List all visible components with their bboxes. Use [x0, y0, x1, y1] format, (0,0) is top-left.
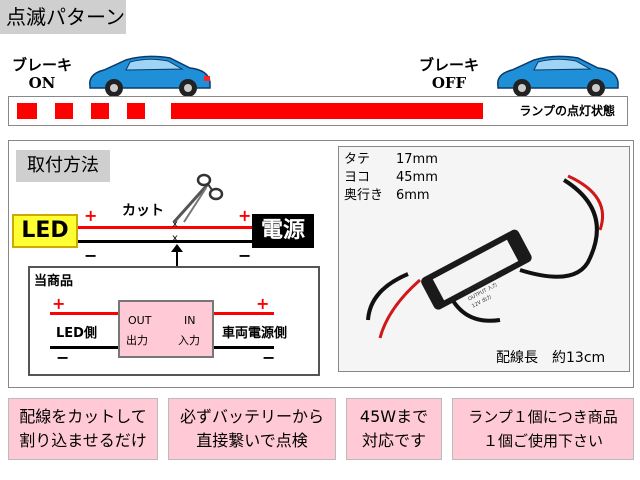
wire-length: 配線長 約13cm: [496, 350, 606, 366]
spec-depth: 奥行き 6mm: [344, 188, 430, 203]
power-label: 電源: [252, 214, 314, 248]
led-negative-wire: [50, 346, 118, 349]
car-off-icon: [497, 55, 619, 97]
lamp-pattern-bar: ランプの点灯状態: [8, 96, 628, 126]
flash-segment: [127, 103, 145, 119]
note-line: ランプ１個につき商品: [468, 408, 618, 426]
note-box: ランプ１個につき商品 １個ご使用下さい: [452, 398, 634, 460]
led-positive-wire: [50, 312, 118, 315]
note-box: 必ずバッテリーから 直接繋いで点検: [168, 398, 336, 460]
note-line: 必ずバッテリーから: [179, 407, 324, 426]
in-label: IN: [184, 314, 196, 327]
note-line: 割り込ませるだけ: [19, 431, 147, 450]
note-line: 直接繋いで点検: [196, 431, 308, 450]
cut-label: カット: [122, 203, 164, 219]
scissors-icon: [172, 173, 224, 224]
minus-sign: −: [56, 348, 70, 367]
plus-sign: +: [52, 294, 66, 313]
led-side-label: LED側: [56, 326, 97, 341]
lamp-state-label: ランプの点灯状態: [517, 101, 617, 121]
minus-sign: −: [84, 246, 98, 265]
steady-segment: [171, 103, 483, 119]
note-box: 45Wまで 対応です: [346, 398, 442, 460]
install-section: [8, 140, 634, 388]
note-line: 配線をカットして: [19, 407, 147, 426]
pattern-title: 点滅パターン: [0, 0, 126, 34]
note-line: １個ご使用下さい: [482, 432, 603, 450]
brake-off-label: ブレーキ OFF: [410, 56, 488, 92]
minus-sign: −: [262, 348, 276, 367]
flash-segment: [17, 103, 37, 119]
spec-width: ヨコ 45mm: [344, 170, 438, 185]
out-label: OUT: [128, 314, 152, 327]
out-jp-label: 出力: [126, 334, 148, 347]
flash-segment: [91, 103, 109, 119]
note-line: 45Wまで: [359, 407, 429, 426]
negative-wire: [78, 240, 252, 243]
note-line: 対応です: [361, 431, 426, 450]
product-label: 当商品: [34, 274, 74, 289]
brake-on-label: ブレーキ ON: [6, 56, 78, 92]
brake-on-line1: ブレーキ: [11, 56, 72, 74]
positive-wire: [78, 226, 252, 229]
brake-off-line1: ブレーキ: [418, 56, 479, 74]
controller-photo-icon: LED Controller OUTPUT 入力 12V 出力: [366, 174, 605, 339]
plus-sign: +: [256, 294, 270, 313]
power-positive-wire: [214, 312, 274, 315]
spec-height: タテ 17mm: [344, 152, 438, 167]
brake-on-line2: ON: [28, 74, 56, 92]
up-arrow-icon: [171, 244, 183, 268]
power-negative-wire: [214, 346, 274, 349]
in-jp-label: 入力: [178, 334, 200, 347]
plus-sign: +: [84, 206, 98, 225]
brake-off-line2: OFF: [431, 74, 467, 92]
minus-sign: −: [238, 246, 252, 265]
flash-segment: [55, 103, 73, 119]
plus-sign: +: [238, 206, 252, 225]
led-label: LED: [12, 214, 78, 248]
note-box: 配線をカットして 割り込ませるだけ: [8, 398, 158, 460]
cut-mark: x: [172, 219, 178, 230]
car-on-icon: [89, 55, 211, 97]
controller-module: OUT 出力 IN 入力: [118, 300, 214, 358]
car-side-label: 車両電源側: [222, 326, 288, 341]
install-title: 取付方法: [16, 150, 110, 182]
cut-mark: x: [172, 233, 178, 244]
